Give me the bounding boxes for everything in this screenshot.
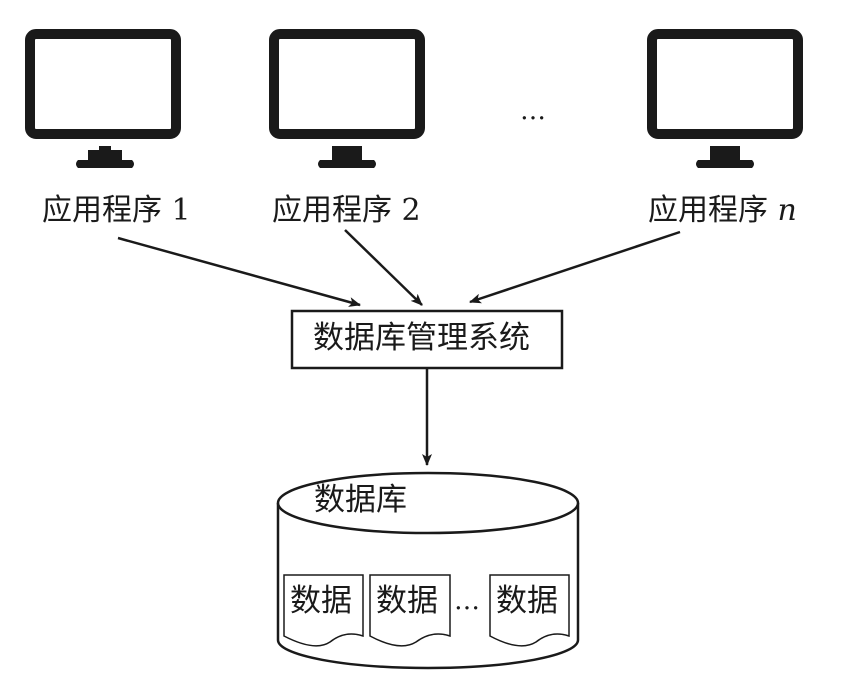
data-label-1: 数据 bbox=[290, 583, 352, 619]
app-label-1: 应用程序 1 bbox=[42, 196, 191, 226]
app-label-text: 应用程序 bbox=[42, 193, 162, 228]
app-label-text: 应用程序 bbox=[648, 193, 768, 228]
arrow-app-1-to-dbms bbox=[117, 236, 361, 307]
app-label-n: 应用程序 n bbox=[648, 196, 797, 226]
database-label: 数据库 bbox=[314, 482, 407, 518]
app-label-suffix: 1 bbox=[171, 193, 191, 228]
arrow-app-n-to-dbms bbox=[469, 230, 681, 304]
data-document-3 bbox=[489, 574, 570, 647]
data-label-3: 数据 bbox=[496, 583, 558, 619]
data-document-1 bbox=[283, 574, 364, 647]
monitor-icon-app-1 bbox=[25, 29, 181, 168]
apps-ellipsis: … bbox=[520, 96, 546, 126]
monitor-icon-app-n bbox=[647, 29, 803, 168]
data-label-2: 数据 bbox=[376, 583, 438, 619]
monitor-icon-app-2 bbox=[269, 29, 425, 168]
arrow-app-2-to-dbms bbox=[344, 229, 423, 306]
data-ellipsis: … bbox=[454, 586, 480, 616]
app-label-2: 应用程序 2 bbox=[272, 196, 421, 226]
app-label-suffix: n bbox=[777, 193, 797, 228]
data-document-2 bbox=[369, 574, 451, 647]
app-label-suffix: 2 bbox=[401, 193, 421, 228]
dbms-label: 数据库管理系统 bbox=[313, 320, 530, 356]
app-label-text: 应用程序 bbox=[272, 193, 392, 228]
